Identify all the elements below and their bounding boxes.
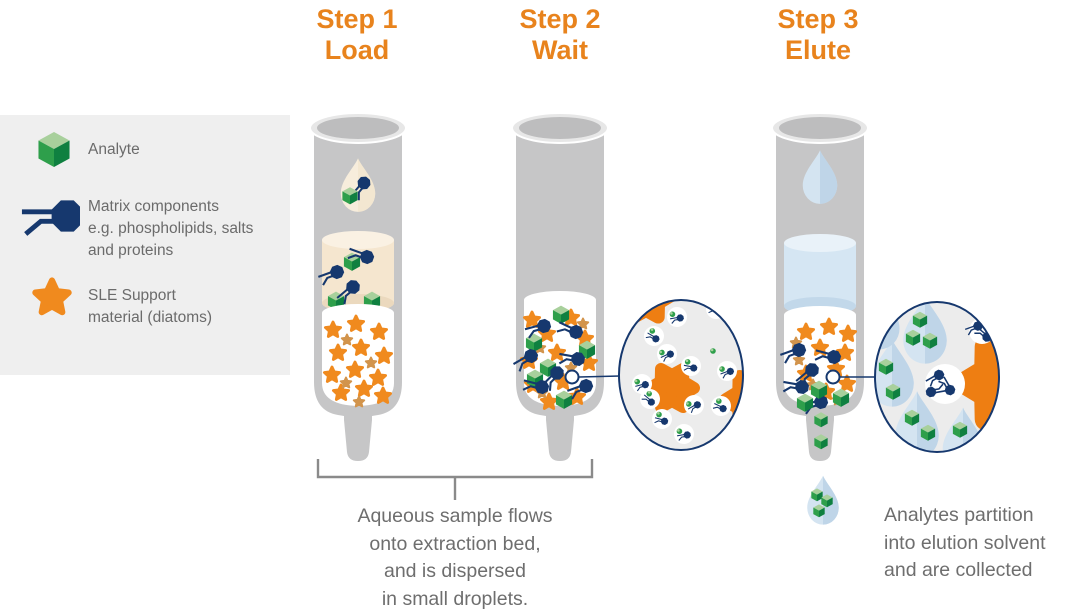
step-3-action: Elute [784,35,851,65]
step-1-label: Step 1 [316,4,398,34]
zoom-point-marker [825,369,841,385]
elution-solvent-layer [784,234,856,315]
aqueous-sample-layer [315,231,394,312]
legend: Analyte Matrix components e.g. phospholi… [0,115,290,375]
legend-label-analyte: Analyte [88,141,140,158]
extraction-bed-3 [777,306,858,416]
caption-elute: Analytes partition into elution solvent … [884,504,1046,581]
caption-load-wait: Aqueous sample flows onto extraction bed… [357,505,553,610]
sle-support-star-icon [32,277,72,316]
step-1-action: Load [324,35,390,65]
bracket [316,459,594,500]
step-3-label: Step 3 [777,4,859,34]
step-2-action: Wait [532,35,588,65]
zoom-point-marker [564,369,580,385]
analyte-dot-icon [700,300,706,302]
extraction-bed-1 [322,304,394,408]
step-3-header: Step 3 Elute [748,4,888,66]
solvent-droplet-icon [875,302,900,350]
diatom-blob [727,377,780,423]
step-2-label: Step 2 [519,4,601,34]
diatom-blob [622,275,670,317]
legend-label-matrix: Matrix components e.g. phospholipids, sa… [88,198,254,259]
analyte-dot-icon [710,348,716,354]
matrix-component-icon [21,200,80,236]
tube-step-3-elute [771,112,869,525]
magnified-view-step-3 [825,301,1049,453]
collected-droplet [807,475,839,525]
tube-step-2-wait [510,112,609,461]
magnified-view-step-2 [564,275,780,451]
analyte-cube-icon [38,132,70,167]
tube-step-1-load [309,112,407,461]
diatom-blob [965,347,1049,419]
step-2-header: Step 2 Wait [490,4,630,66]
step-1-header: Step 1 Load [287,4,427,66]
legend-label-sle-support: SLE Support material (diatoms) [88,287,213,326]
